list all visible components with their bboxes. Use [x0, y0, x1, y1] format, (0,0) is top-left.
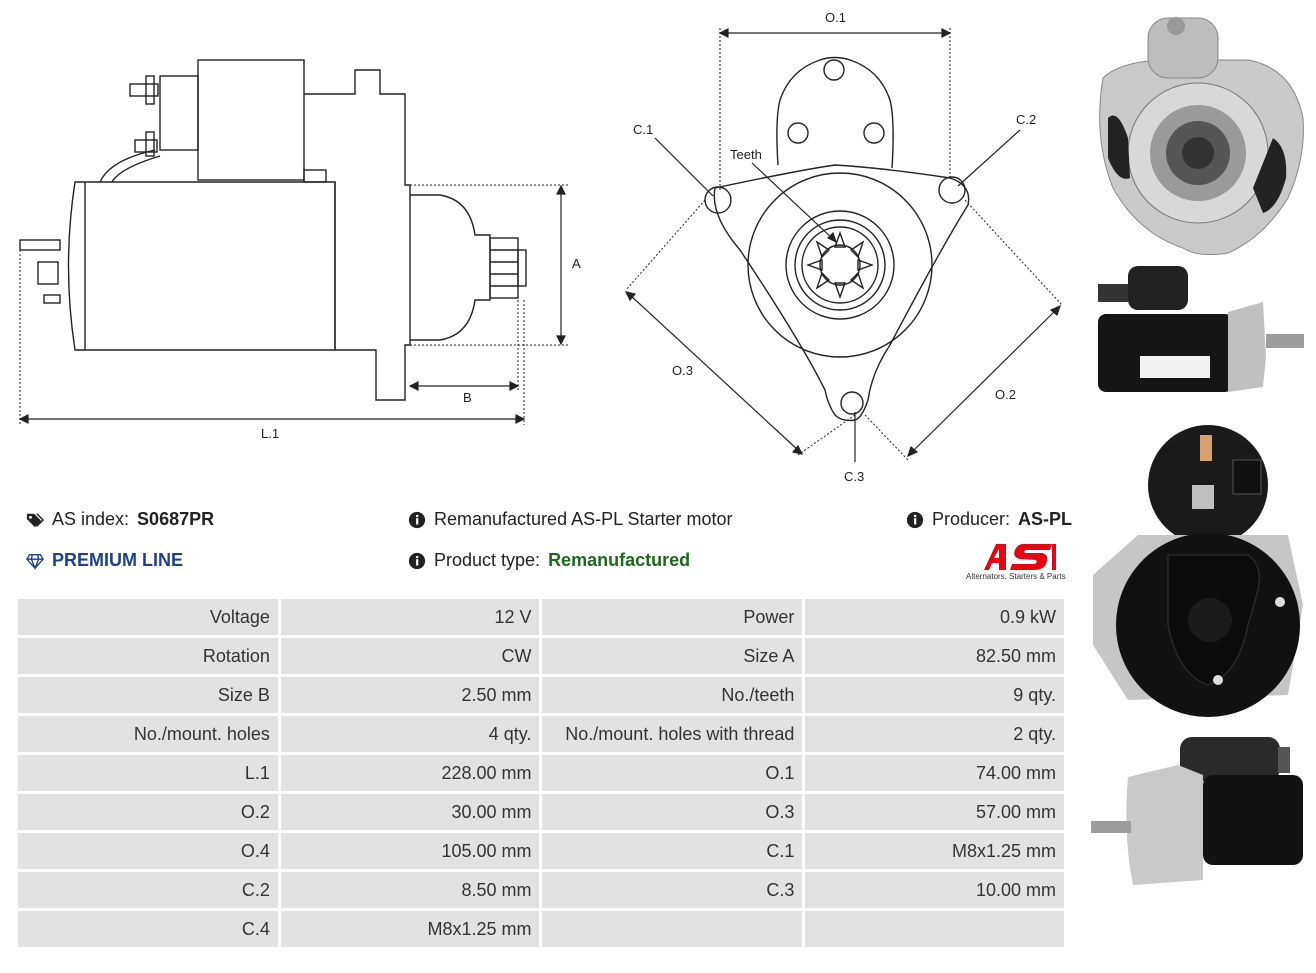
- info-icon: [408, 552, 426, 569]
- spec-value: M8x1.25 mm: [280, 911, 540, 947]
- spec-label: C.3: [542, 872, 803, 908]
- product-type-value: Remanufactured: [548, 550, 691, 570]
- spec-label: O.2: [18, 794, 278, 830]
- spec-value: 2.50 mm: [280, 677, 540, 713]
- spec-value: 0.9 kW: [805, 599, 1064, 635]
- spec-value: CW: [280, 638, 540, 674]
- premium-line-row[interactable]: PREMIUM LINE: [26, 550, 183, 571]
- product-type-label: Product type:: [434, 550, 541, 570]
- label-c2: C.2: [1016, 112, 1036, 127]
- spec-label: Size B: [18, 677, 278, 713]
- spec-label: L.1: [18, 755, 278, 791]
- label-l1: L.1: [261, 426, 279, 441]
- spec-value: 12 V: [280, 599, 540, 635]
- info-icon: [408, 511, 426, 528]
- photo-rear-view: [1093, 425, 1303, 717]
- spec-label: [542, 911, 803, 947]
- label-o1: O.1: [825, 10, 846, 25]
- label-c3: C.3: [844, 469, 864, 484]
- side-view-drawing: A B L.1: [18, 59, 581, 441]
- photo-front-view: [1099, 17, 1304, 256]
- description-row: Remanufactured AS-PL Starter motor: [408, 509, 732, 530]
- spec-label: Voltage: [18, 599, 278, 635]
- producer-value: AS-PL: [1018, 509, 1073, 529]
- spec-value: 10.00 mm: [805, 872, 1064, 908]
- spec-value: 8.50 mm: [280, 872, 540, 908]
- logo-subtitle: Alternators, Starters & Parts: [966, 572, 1066, 581]
- as-index-label: AS index:: [52, 509, 130, 529]
- description-text: Remanufactured AS-PL Starter motor: [434, 509, 733, 529]
- spec-label: O.1: [542, 755, 803, 791]
- label-o3: O.3: [672, 363, 693, 378]
- label-a: A: [572, 256, 581, 271]
- spec-value: 9 qty.: [805, 677, 1064, 713]
- tags-icon: [26, 512, 44, 527]
- front-view-drawing: O.1 C.1 C.2 Teeth O.3 O.2 C.3: [624, 10, 1063, 484]
- spec-label: C.1: [542, 833, 803, 869]
- info-icon: [906, 511, 924, 528]
- photo-side-view-2: [1091, 737, 1303, 885]
- as-index-row: AS index: S0687PR: [26, 509, 214, 530]
- product-type-row: Product type: Remanufactured: [408, 550, 690, 571]
- spec-label: No./mount. holes with thread: [542, 716, 803, 752]
- label-b: B: [463, 390, 472, 405]
- spec-value: 57.00 mm: [805, 794, 1064, 830]
- diamond-icon: [26, 553, 44, 570]
- spec-label: No./teeth: [542, 677, 803, 713]
- label-o2: O.2: [995, 387, 1016, 402]
- spec-value: 4 qty.: [280, 716, 540, 752]
- spec-label: Rotation: [18, 638, 278, 674]
- label-c1: C.1: [633, 122, 653, 137]
- photo-side-view: [1098, 266, 1304, 392]
- spec-value: 228.00 mm: [280, 755, 540, 791]
- spec-value: 74.00 mm: [805, 755, 1064, 791]
- spec-label: O.4: [18, 833, 278, 869]
- spec-label: Power: [542, 599, 803, 635]
- spec-value: 82.50 mm: [805, 638, 1064, 674]
- spec-label: Size A: [542, 638, 803, 674]
- spec-value: [805, 911, 1064, 947]
- spec-label: No./mount. holes: [18, 716, 278, 752]
- as-pl-logo: AS: [984, 544, 1056, 570]
- spec-value: M8x1.25 mm: [805, 833, 1064, 869]
- label-teeth: Teeth: [730, 147, 762, 162]
- spec-value: 2 qty.: [805, 716, 1064, 752]
- spec-label: O.3: [542, 794, 803, 830]
- producer-label: Producer:: [932, 509, 1011, 529]
- spec-value: 105.00 mm: [280, 833, 540, 869]
- as-index-value: S0687PR: [137, 509, 215, 529]
- spec-value: 30.00 mm: [280, 794, 540, 830]
- producer-row: Producer: AS-PL: [906, 509, 1072, 530]
- premium-line-label: PREMIUM LINE: [52, 550, 184, 570]
- spec-label: C.4: [18, 911, 278, 947]
- spec-label: C.2: [18, 872, 278, 908]
